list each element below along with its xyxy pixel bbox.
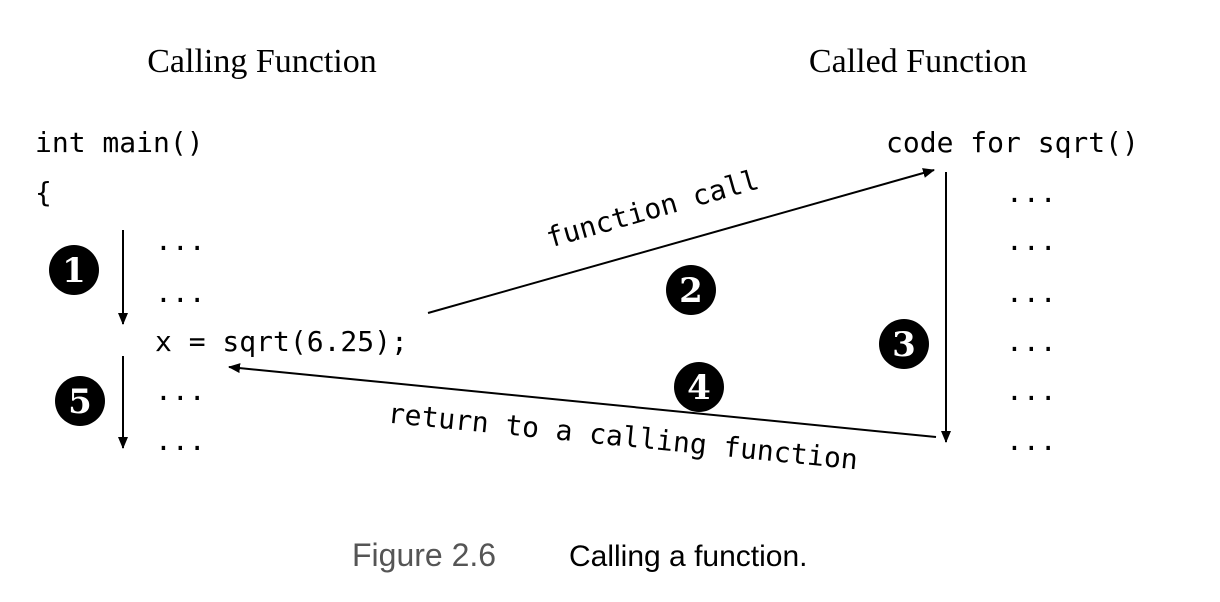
right-ellipsis-2: ... <box>1006 224 1057 257</box>
open-brace: { <box>35 176 52 209</box>
step-3-badge: 3 <box>879 319 929 369</box>
right-ellipsis-4: ... <box>1006 325 1057 358</box>
function-call-label: function call <box>542 163 762 254</box>
function-call-arrow <box>427 168 935 314</box>
figure-caption: Calling a function. <box>569 540 807 573</box>
sqrt-statement: x = sqrt(6.25); <box>155 325 408 358</box>
left-ellipsis-3: ... <box>155 374 206 407</box>
figure-number: Figure 2.6 <box>352 537 496 573</box>
right-ellipsis-6: ... <box>1006 424 1057 457</box>
step-3-number: 3 <box>892 325 916 365</box>
step-2-badge: 2 <box>666 265 716 315</box>
step-2-number: 2 <box>679 271 703 311</box>
step-5-number: 5 <box>68 382 92 422</box>
step-1-number: 1 <box>62 251 86 291</box>
called-function-heading: Called Function <box>809 43 1027 80</box>
right-ellipsis-1: ... <box>1006 176 1057 209</box>
step-1-badge: 1 <box>49 245 99 295</box>
calling-function-heading: Calling Function <box>147 43 377 80</box>
left-ellipsis-4: ... <box>155 424 206 457</box>
right-ellipsis-3: ... <box>1006 276 1057 309</box>
step-4-number: 4 <box>687 368 711 408</box>
main-signature: int main() <box>35 126 204 159</box>
sqrt-code-header: code for sqrt() <box>886 126 1139 159</box>
return-label: return to a calling function <box>386 397 859 477</box>
step-4-badge: 4 <box>674 362 724 412</box>
right-ellipsis-5: ... <box>1006 374 1057 407</box>
left-ellipsis-2: ... <box>155 276 206 309</box>
left-ellipsis-1: ... <box>155 224 206 257</box>
return-arrow <box>228 363 937 438</box>
step-5-badge: 5 <box>55 376 105 426</box>
